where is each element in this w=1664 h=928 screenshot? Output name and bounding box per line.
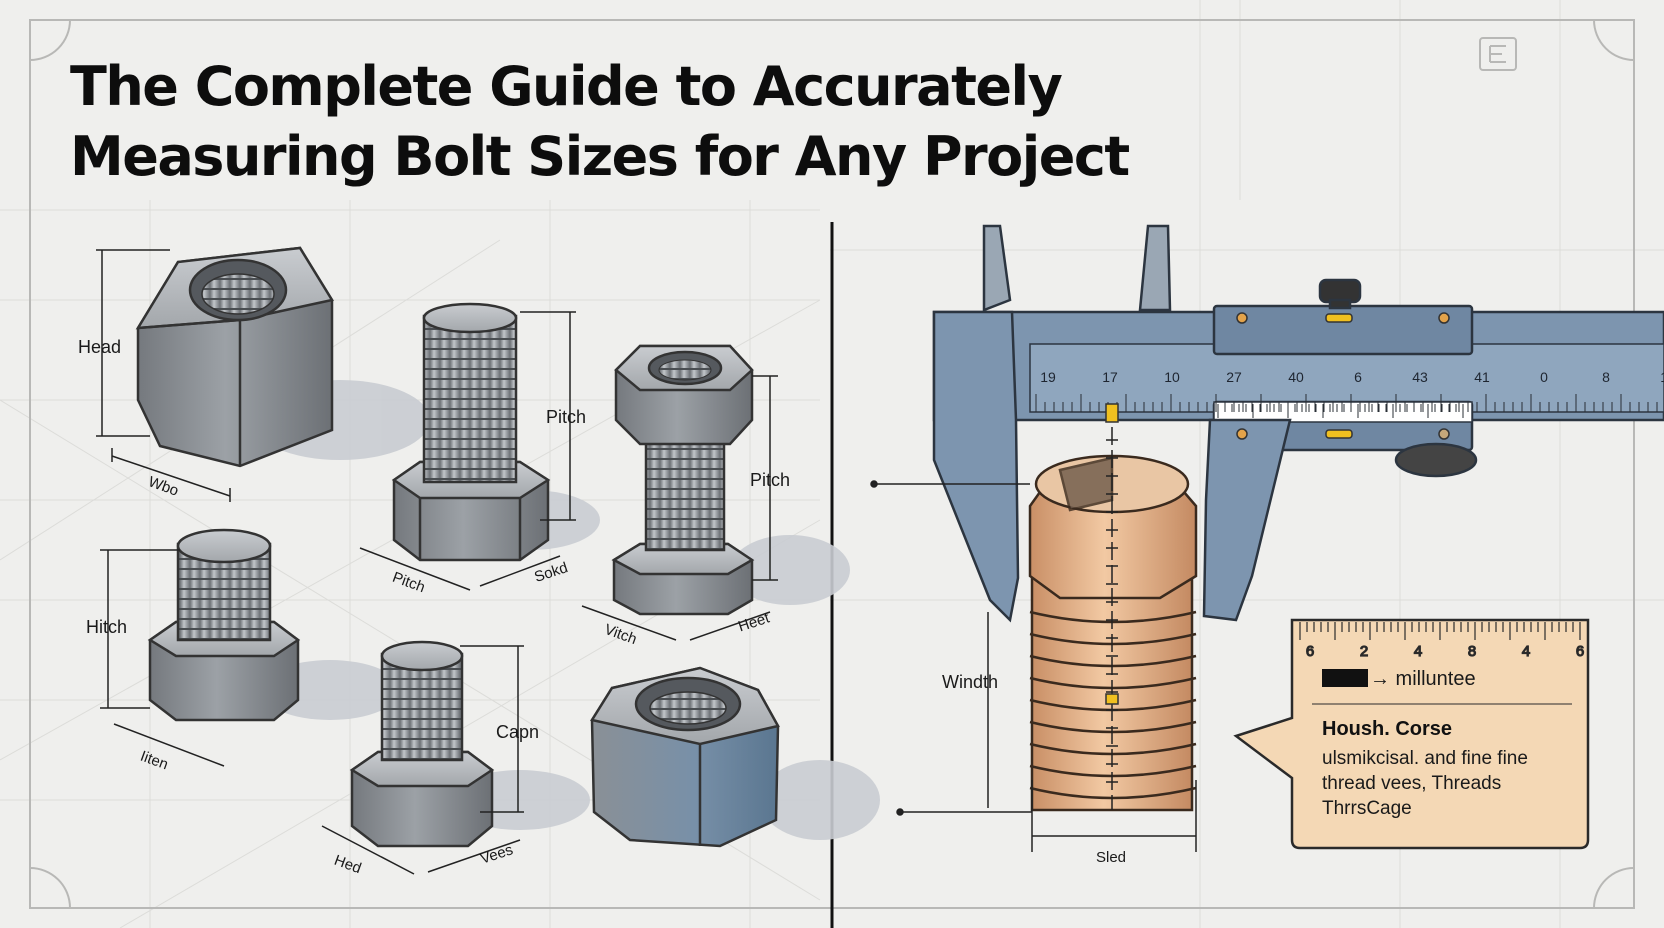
vernier-caliper (932, 224, 1664, 623)
caliper-main-ticks (1035, 394, 1658, 412)
note-ruler-number: 4 (1522, 643, 1530, 660)
caliper-scale-number: 43 (1412, 369, 1428, 385)
brass-bolt (1028, 454, 1198, 812)
caliper-scale-number: 19 (1040, 369, 1056, 385)
slider-screws (1236, 312, 1450, 440)
caliper-scale-number: 40 (1288, 369, 1304, 385)
label-pitch-1: Pitch (546, 407, 587, 427)
caliper-scale-number: 41 (1474, 369, 1490, 385)
note-line-3: ThrrsCage (1322, 798, 1412, 819)
note-legend: → milluntee (1322, 668, 1476, 691)
hex-bolt-4 (349, 640, 495, 848)
caliper-scale-number: 10 (1164, 369, 1180, 385)
dimension-lines (96, 249, 778, 875)
center-measure-line (1105, 403, 1119, 810)
note-ruler-number: 6 (1306, 643, 1314, 660)
note-ruler-number: 8 (1468, 643, 1476, 660)
note-heading: Housh. Corse (1322, 718, 1453, 740)
note-ruler-number: 4 (1414, 643, 1422, 660)
note-ruler-number: 2 (1360, 643, 1368, 660)
center-line-ticks (1106, 439, 1118, 783)
caliper-scale-numbers: 19 17 10 27 40 6 43 41 0 8 15 (1040, 369, 1664, 385)
hex-nut-large (135, 246, 334, 468)
label-head: Head (78, 337, 122, 357)
note-ruler-number: 6 (1576, 643, 1584, 660)
title-line-2: Measuring Bolt Sizes for Any Project (70, 125, 1130, 188)
note-callout: → milluntee Housh. Corse ulsmikcisal. an… (1292, 620, 1592, 848)
title-line-1: The Complete Guide to Accurately (70, 55, 1063, 118)
caliper-scale-number: 17 (1102, 369, 1118, 385)
caliper-scale-number: 8 (1602, 369, 1610, 385)
width-dimension (870, 480, 1197, 852)
label-pitch-2: Pitch (750, 470, 791, 490)
note-ruler-ticks: 6 2 4 8 4 6 (1299, 622, 1585, 661)
caliper-scale-number: 6 (1354, 369, 1362, 385)
caliper-scale-number: 0 (1540, 369, 1548, 385)
note-line-1: ulsmikcisal. and fine fine (1322, 748, 1528, 769)
caliper-vernier-ticks (1217, 404, 1464, 418)
label-sled: Sled (1096, 849, 1127, 866)
hex-nut-blue (590, 666, 780, 848)
hex-bolt-with-nut (611, 344, 755, 616)
label-hitch: Hitch (86, 617, 128, 637)
page-title: The Complete Guide to Accurately Measuri… (70, 52, 1130, 192)
caliper-scale-number: 15 (1660, 369, 1664, 385)
hex-bolt-1 (391, 302, 551, 562)
note-line-2: thread vees, Threads (1322, 773, 1502, 794)
legend-text: → milluntee (1370, 668, 1476, 690)
hex-bolt-3 (147, 528, 301, 722)
caliper-scale-number: 27 (1226, 369, 1242, 385)
legend-swatch (1322, 669, 1368, 687)
note-body: ulsmikcisal. and fine fine thread vees, … (1322, 746, 1528, 821)
label-width: Windth (942, 672, 999, 692)
label-capn: Capn (496, 722, 540, 742)
